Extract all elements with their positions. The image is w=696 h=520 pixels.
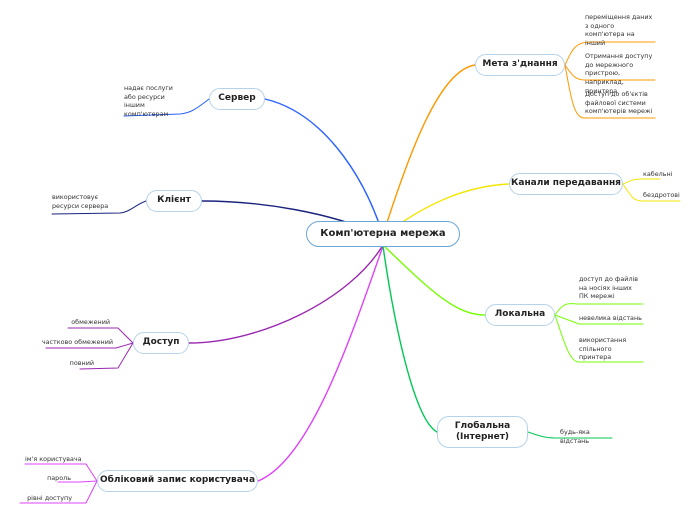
leaf-access-2: частково обмежений	[41, 338, 113, 346]
leaf-access-1: обмежений	[71, 318, 110, 326]
leaf-account-1: ім'я користувача	[25, 455, 82, 463]
branch-global[interactable]: Глобальна (Інтернет)	[437, 416, 528, 448]
leaf-line-client-1	[51, 200, 147, 215]
leaf-goal-1: переміщення даних з одного комп'ютера на…	[585, 13, 653, 47]
branch-channels[interactable]: Канали передавання	[509, 173, 623, 195]
branch-account[interactable]: Обліковий запис користувача	[97, 470, 258, 492]
branch-access[interactable]: Доступ	[133, 332, 189, 354]
connector-access	[188, 244, 384, 344]
leaf-channels-2: бездротові	[643, 191, 680, 199]
branch-goal[interactable]: Мета з'днання	[475, 54, 565, 76]
leaf-goal-3: Доступ до об'єктів файлової системи комп…	[585, 90, 653, 116]
leaf-local-2: невелика відстань	[579, 314, 642, 322]
connector-local	[382, 244, 486, 316]
leaf-line-access-1	[67, 327, 134, 344]
leaf-line-channels-1	[622, 178, 661, 185]
leaf-line-goal-3	[564, 64, 656, 119]
leaf-line-server-1	[123, 98, 210, 117]
branch-local[interactable]: Локальна	[485, 304, 555, 326]
branch-client[interactable]: Клієнт	[146, 190, 202, 212]
leaf-line-goal-1	[564, 41, 656, 66]
leaf-line-local-1	[554, 303, 644, 316]
leaf-global-1: будь-яка відстань	[560, 428, 590, 445]
leaf-local-3: використання спільного принтера	[579, 336, 627, 362]
leaf-line-account-1	[24, 463, 98, 482]
leaf-account-2: пароль	[47, 474, 71, 482]
leaf-client-1: використовує ресурси сервера	[52, 193, 109, 210]
leaf-line-goal-2	[564, 64, 656, 81]
leaf-line-access-3	[79, 342, 134, 370]
leaf-channels-1: кабельні	[643, 170, 673, 178]
connector-server	[264, 98, 384, 236]
leaf-line-local-3	[554, 314, 644, 363]
branch-server[interactable]: Сервер	[209, 88, 265, 110]
leaf-line-access-2	[45, 342, 134, 349]
leaf-access-3: повний	[69, 359, 94, 367]
leaf-local-1: доступ до файлів на носіях інших ПК мере…	[579, 275, 639, 301]
connector-goal	[382, 64, 476, 236]
connector-account	[257, 245, 384, 482]
leaf-account-3: рівні доступу	[27, 494, 72, 502]
central-topic[interactable]: Комп'ютерна мережа	[306, 221, 460, 247]
connector-global	[382, 245, 438, 433]
leaf-line-global-1	[527, 431, 613, 439]
leaf-goal-2: Отримання доступу до мережного пристрою,…	[585, 52, 653, 95]
leaf-server-1: надає послуги або ресурси іншим комп'юте…	[124, 84, 173, 118]
leaf-line-account-3	[19, 480, 98, 504]
leaf-line-channels-2	[622, 183, 681, 202]
leaf-line-account-2	[57, 480, 98, 483]
leaf-line-local-2	[554, 314, 644, 325]
